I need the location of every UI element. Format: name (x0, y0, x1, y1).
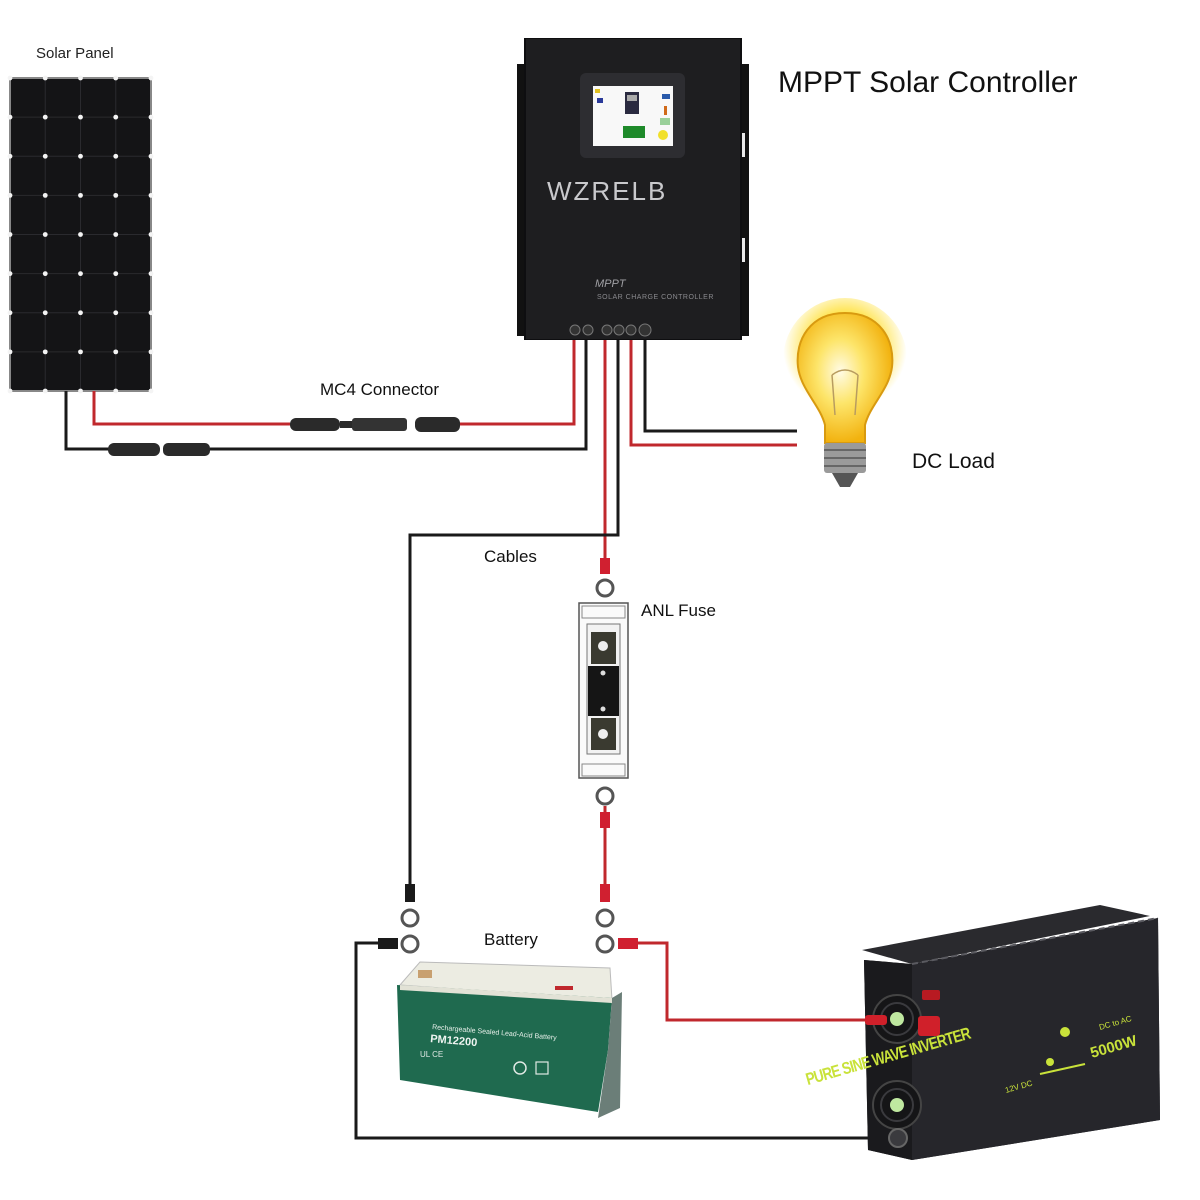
panel-negative-wire (64, 391, 110, 451)
battery-positive-ring-terminal-top (595, 908, 615, 928)
battery-model: PM12200 (430, 1033, 478, 1049)
inverter-positive-terminal (918, 1016, 940, 1036)
panel-cell-junction (113, 232, 119, 237)
panel-positive-wire (92, 391, 290, 426)
panel-cell-junction (7, 153, 13, 159)
dc-load-label: DC Load (912, 450, 995, 473)
panel-cell-junction (148, 349, 154, 355)
panel-cell-junction (78, 114, 83, 120)
panel-cell-junction (113, 349, 119, 355)
load-negative-wire (643, 340, 797, 433)
controller-model-text: MPPT (595, 278, 626, 290)
light-bulb-icon (783, 298, 907, 487)
solar-panel (7, 75, 154, 394)
panel-cell-junction (78, 192, 83, 198)
battery-inverter-positive-wire (638, 941, 878, 1022)
panel-cell-junction (148, 192, 154, 198)
panel-cell-junction (42, 192, 48, 198)
panel-cell-junction (7, 75, 13, 81)
panel-cell-junction (78, 271, 83, 277)
anl-fuse-label: ANL Fuse (641, 601, 716, 620)
panel-cell-junction (148, 114, 154, 120)
panel-cell-junction (42, 388, 48, 394)
cables-label: Cables (484, 547, 537, 566)
svg-text:UL CE: UL CE (420, 1050, 443, 1059)
load-positive-wire (629, 340, 797, 447)
panel-cell-junction (7, 114, 13, 120)
inverter-negative-terminal (888, 1128, 908, 1148)
controller-brand: WZRELB (547, 176, 668, 206)
panel-cell-junction (7, 349, 13, 355)
panel-cell-junction (148, 310, 154, 316)
panel-cell-junction (113, 114, 119, 120)
panel-cell-junction (42, 349, 48, 355)
panel-cell-junction (113, 75, 119, 81)
panel-cell-junction (42, 232, 48, 237)
battery-inverter-negative-wire (354, 941, 880, 1140)
panel-cell-junction (148, 153, 154, 159)
panel-cell-junction (7, 310, 13, 316)
mc4-negative-to-controller-wire (210, 340, 588, 451)
panel-cell-junction (7, 192, 13, 198)
battery-label: Battery (484, 930, 538, 949)
mc4-positive-to-controller-wire (460, 340, 576, 426)
panel-cell-junction (78, 75, 83, 81)
panel-cell-junction (42, 271, 48, 277)
panel-cell-junction (78, 388, 83, 394)
panel-cell-junction (7, 388, 13, 394)
panel-cell-junction (113, 310, 119, 316)
anl-fuse (578, 602, 629, 779)
panel-cell-junction (78, 153, 83, 159)
panel-cell-junction (113, 271, 119, 277)
panel-cell-junction (148, 388, 154, 394)
battery-negative-ring-terminal-top (400, 908, 420, 928)
fuse-top-ring-terminal (595, 578, 615, 598)
mppt-controller: WZRELB MPPT SOLAR CHARGE CONTROLLER (517, 37, 749, 341)
panel-cell-junction (113, 153, 119, 159)
battery-negative-ring-terminal (400, 934, 420, 954)
panel-cell-junction (78, 349, 83, 355)
panel-cell-junction (42, 114, 48, 120)
panel-cell-junction (42, 153, 48, 159)
panel-cell-junction (148, 232, 154, 237)
battery-positive-ring-terminal (595, 934, 615, 954)
panel-cell-junction (113, 388, 119, 394)
solar-panel-label: Solar Panel (36, 45, 114, 62)
panel-cell-junction (78, 310, 83, 316)
battery: Rechargeable Sealed Lead-Acid Battery PM… (397, 961, 622, 1118)
panel-cell-junction (7, 271, 13, 277)
panel-cell-junction (42, 75, 48, 81)
mc4-connector-label: MC4 Connector (320, 380, 440, 399)
fuse-bottom-ring-terminal (595, 786, 615, 806)
power-inverter: PURE SINE WAVE INVERTER DC to AC 5000W 1… (804, 905, 1160, 1160)
controller-battery-negative-wire (408, 340, 620, 890)
controller-terminals (569, 323, 652, 337)
panel-cell-junction (113, 192, 119, 198)
panel-cell-junction (42, 310, 48, 316)
controller-subtitle-text: SOLAR CHARGE CONTROLLER (597, 294, 714, 301)
mc4-connector-positive (290, 417, 460, 432)
panel-cell-junction (148, 271, 154, 277)
controller-title-label: MPPT Solar Controller (778, 66, 1078, 99)
panel-cell-junction (148, 75, 154, 81)
mc4-connector-negative (108, 443, 210, 456)
panel-cell-junction (7, 232, 13, 237)
panel-cell-junction (78, 232, 83, 237)
